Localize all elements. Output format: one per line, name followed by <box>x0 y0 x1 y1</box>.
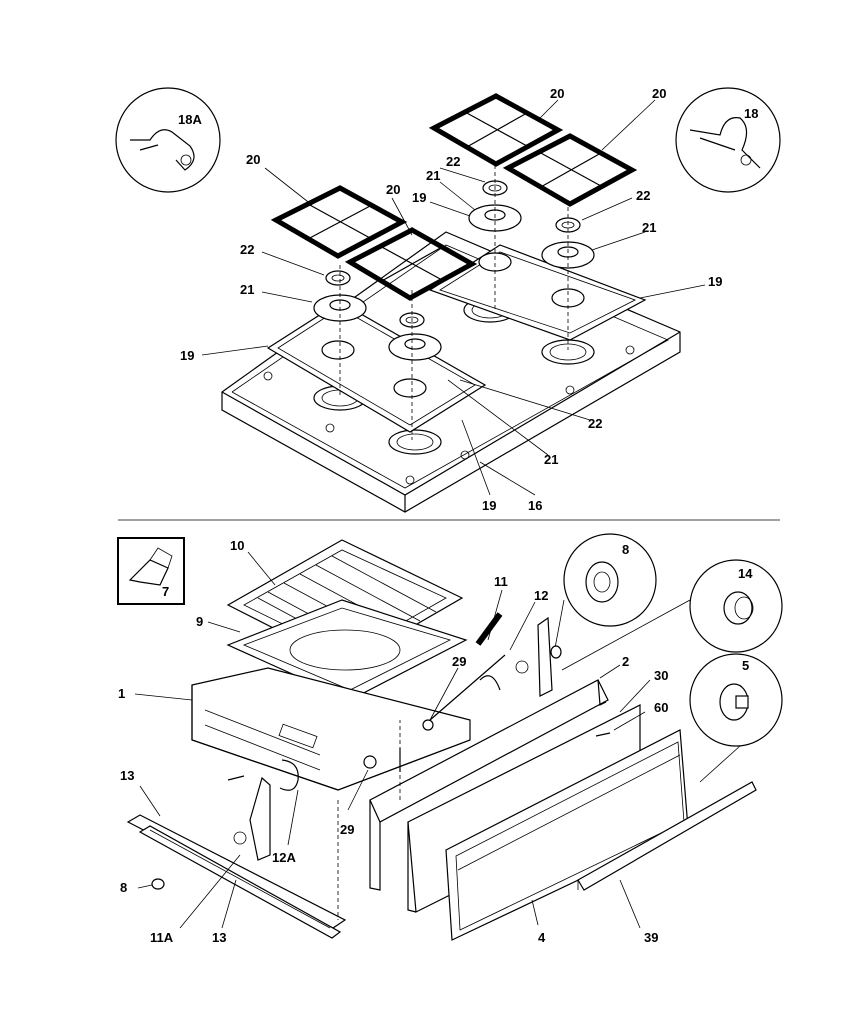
callout-19-left: 19 <box>180 348 194 363</box>
callout-19-bottom: 19 <box>482 498 496 513</box>
callout-12: 12 <box>534 588 548 603</box>
callout-8-inset: 8 <box>622 542 629 557</box>
callout-2: 2 <box>622 654 629 669</box>
callout-21-bottom: 21 <box>544 452 558 467</box>
inset-5 <box>689 653 783 783</box>
callout-29-top: 29 <box>452 654 466 669</box>
panel-2 <box>369 679 609 891</box>
grate-right-center <box>428 93 564 167</box>
callout-39: 39 <box>644 930 658 945</box>
callout-30: 30 <box>654 668 668 683</box>
callout-11A: 11A <box>150 930 174 945</box>
drawer-rod <box>429 612 506 721</box>
grate-right <box>502 133 638 207</box>
leader-lines <box>134 99 706 929</box>
callout-18: 18 <box>744 106 758 121</box>
callout-60: 60 <box>654 700 668 715</box>
callout-22-bottom: 22 <box>588 416 602 431</box>
callout-5: 5 <box>742 658 749 673</box>
callout-labels: 18A 18 20 20 20 20 22 21 19 22 21 19 22 … <box>118 86 758 945</box>
callout-13-bottom: 13 <box>212 930 226 945</box>
callout-13-top: 13 <box>120 768 134 783</box>
inset-14 <box>561 559 783 671</box>
burner-rings <box>325 180 581 328</box>
grate-left <box>270 185 408 259</box>
inset-18A <box>115 87 221 193</box>
burner-plate-left <box>266 301 487 433</box>
callout-20-center: 20 <box>386 182 400 197</box>
grate-left-center <box>344 227 478 301</box>
callout-21-right: 21 <box>642 220 656 235</box>
callout-19-right: 19 <box>708 274 722 289</box>
callout-16: 16 <box>528 498 542 513</box>
callout-20-left: 20 <box>246 152 260 167</box>
callout-12A: 12A <box>272 850 296 865</box>
callout-22-top: 22 <box>446 154 460 169</box>
callout-21-left: 21 <box>240 282 254 297</box>
side-bracket <box>227 759 299 861</box>
callout-20-top: 20 <box>550 86 564 101</box>
callout-9: 9 <box>196 614 203 629</box>
drawer-assembly <box>117 533 783 941</box>
callout-20-right: 20 <box>652 86 666 101</box>
callout-22-right: 22 <box>636 188 650 203</box>
callout-29-bottom: 29 <box>340 822 354 837</box>
cooktop-assembly <box>115 87 781 513</box>
callout-21-top: 21 <box>426 168 440 183</box>
trim-strip <box>577 781 757 891</box>
bracket-12 <box>479 616 553 697</box>
callout-14: 14 <box>738 566 753 581</box>
drawer-rail <box>126 720 401 939</box>
center-lines <box>339 165 569 440</box>
inset-18 <box>675 87 781 193</box>
callout-11: 11 <box>494 574 508 589</box>
callout-10: 10 <box>230 538 244 553</box>
callout-7: 7 <box>162 584 169 599</box>
inset-7 <box>117 537 185 605</box>
callout-1: 1 <box>118 686 125 701</box>
callout-8-bottom: 8 <box>120 880 127 895</box>
callout-22-left: 22 <box>240 242 254 257</box>
inset-8 <box>550 533 657 659</box>
callout-19-top: 19 <box>412 190 426 205</box>
callout-4: 4 <box>538 930 546 945</box>
callout-18A: 18A <box>178 112 202 127</box>
hardware <box>151 719 611 890</box>
